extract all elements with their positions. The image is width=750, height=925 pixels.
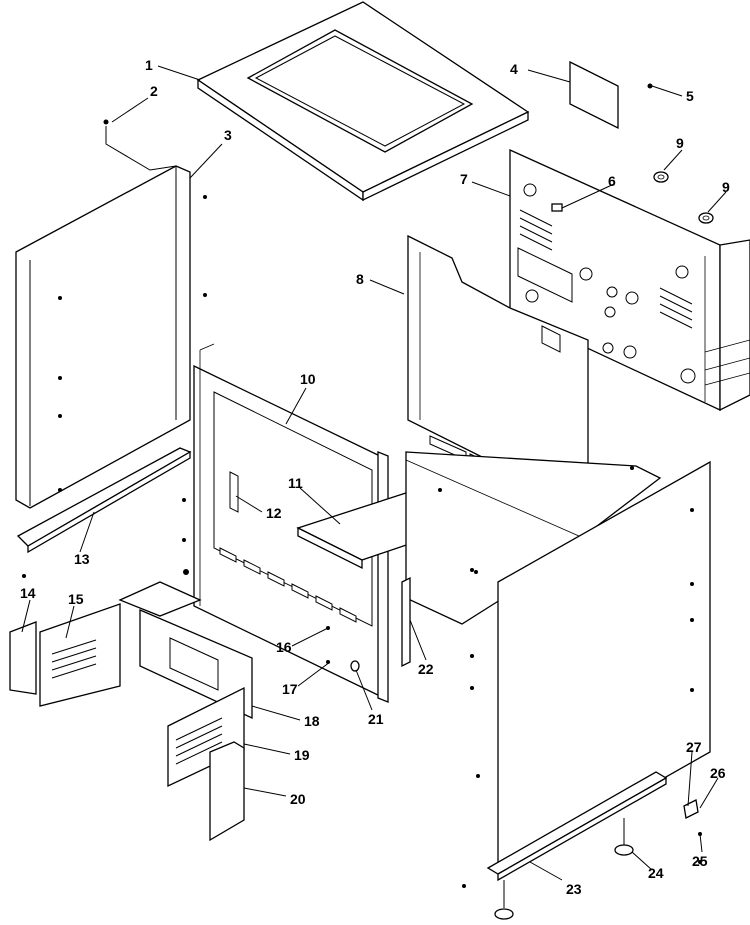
part-front-strip xyxy=(401,576,411,668)
callout-7: 7 xyxy=(460,171,468,187)
part-right-side-panel xyxy=(470,460,711,874)
part-left-bracket xyxy=(9,621,37,695)
callout-11: 11 xyxy=(288,475,303,491)
callout-20: 20 xyxy=(290,791,306,807)
callout-1: 1 xyxy=(145,57,153,73)
callout-12: 12 xyxy=(266,505,282,521)
callout-4: 4 xyxy=(510,61,518,77)
callout-5: 5 xyxy=(686,88,694,104)
part-left-bottom-rail xyxy=(16,447,192,554)
part-lower-louver-panel xyxy=(167,686,245,788)
part-front-frame xyxy=(193,343,389,703)
callout-6: 6 xyxy=(608,173,616,189)
part-clip-6 xyxy=(551,203,563,212)
callout-9-lower: 9 xyxy=(722,179,730,195)
part-grommet-21 xyxy=(350,660,360,672)
callout-19: 19 xyxy=(294,747,310,763)
part-leveling-foot xyxy=(494,818,634,920)
callout-16: 16 xyxy=(276,639,292,655)
callout-22: 22 xyxy=(418,661,434,677)
callout-15: 15 xyxy=(68,591,84,607)
part-right-bottom-rail xyxy=(486,771,668,882)
callout-18: 18 xyxy=(304,713,320,729)
callout-23: 23 xyxy=(566,881,582,897)
callout-21: 21 xyxy=(368,711,384,727)
callout-13: 13 xyxy=(74,551,90,567)
callout-27: 27 xyxy=(686,739,702,755)
callout-3: 3 xyxy=(224,127,232,143)
part-bracket xyxy=(683,799,702,836)
part-left-louver-panel xyxy=(39,603,121,707)
callout-24: 24 xyxy=(648,865,664,881)
part-front-control-panel xyxy=(118,581,253,720)
part-grommet-upper xyxy=(653,171,669,183)
part-rear-cover-plate xyxy=(569,60,619,130)
part-grommet-lower xyxy=(698,212,714,224)
callout-25: 25 xyxy=(692,853,708,869)
part-screw-5 xyxy=(647,83,653,89)
callout-2: 2 xyxy=(150,83,158,99)
callout-8: 8 xyxy=(356,271,364,287)
part-corner-trim xyxy=(209,741,245,842)
callout-10: 10 xyxy=(300,371,316,387)
callout-26: 26 xyxy=(710,765,726,781)
part-back-panel xyxy=(509,148,750,412)
part-left-side-panel xyxy=(15,165,207,509)
callout-labels: 1 2 3 4 5 6 7 8 9 9 10 11 12 13 14 15 16… xyxy=(20,57,730,897)
callout-9-upper: 9 xyxy=(676,135,684,151)
part-top-panel xyxy=(196,1,530,202)
leader-lines xyxy=(21,65,727,881)
callout-14: 14 xyxy=(20,585,36,601)
callout-17: 17 xyxy=(282,681,298,697)
